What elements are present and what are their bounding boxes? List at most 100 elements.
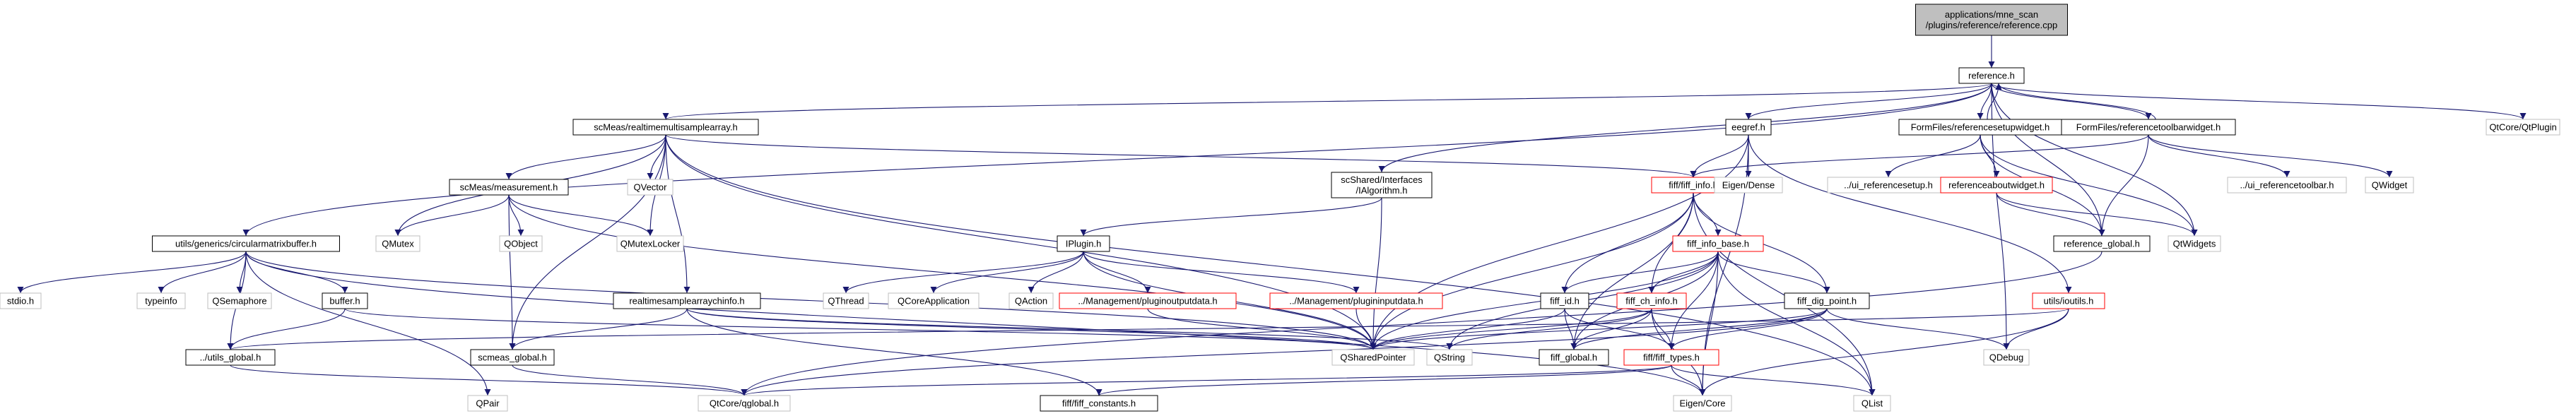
node-label-qstring: QString [1434, 352, 1465, 363]
node-label-eigencore: Eigen/Core [1679, 398, 1725, 409]
edge-ioutils-to-eigencore [1699, 308, 2069, 396]
node-label-eegref: eegref.h [1731, 122, 1765, 133]
node-fiffdigpoint[interactable]: fiff_dig_point.h [1784, 292, 1870, 309]
node-box-qstring [1426, 349, 1473, 366]
node-box-typeinfo [136, 292, 186, 309]
node-iplugin[interactable]: IPlugin.h [1057, 235, 1110, 252]
node-label-qdebug: QDebug [1989, 352, 2023, 363]
node-label-ioutils: utils/ioutils.h [2044, 296, 2094, 307]
edge-rtmsa-to-measurement [505, 134, 666, 180]
node-circbuf[interactable]: utils/generics/circularmatrixbuffer.h [152, 235, 340, 252]
node-bufferh[interactable]: buffer.h [322, 292, 368, 309]
edge-eegref-to-ioutils [1748, 134, 2072, 294]
node-label-qvector: QVector [634, 182, 668, 193]
edge-fiffinfo-to-qsharedpointer [1370, 192, 1694, 350]
node-box-qobject [499, 235, 543, 252]
node-label-circbuf: utils/generics/circularmatrixbuffer.h [175, 239, 317, 249]
edge-fiffdigpoint-to-fifftypes [1668, 308, 1828, 350]
node-box-reference_h [1958, 67, 2025, 84]
edge-reference_h-to-reftoolbar [1991, 83, 2152, 120]
node-box-qmutex [375, 235, 420, 252]
node-pluginoutput[interactable]: ../Management/pluginoutputdata.h [1059, 292, 1237, 309]
node-box-circbuf [152, 235, 340, 252]
node-reftoolbar[interactable]: FormFiles/referencetoolbarwidget.h [2061, 119, 2236, 136]
node-fiffchinfo[interactable]: fiff_ch_info.h [1616, 292, 1687, 309]
node-utilsglobal[interactable]: ../utils_global.h [185, 349, 276, 366]
node-eegref[interactable]: eegref.h [1725, 119, 1772, 136]
node-qcoreapp: QCoreApplication [888, 292, 980, 309]
edge-measurement-to-scmeasglobal [508, 194, 516, 350]
edge-rtmsa-to-rtsai [665, 134, 690, 294]
node-box-fiffinfobase [1672, 235, 1764, 252]
node-label-uireftoolbar: ../ui_referencetoolbar.h [2240, 180, 2334, 191]
node-box-qsharedpointer [1331, 349, 1415, 366]
node-label-stdioh: stdio.h [7, 296, 34, 307]
node-ialgorithm[interactable]: scShared/Interfaces/IAlgorithm.h [1331, 172, 1433, 198]
node-label-refsetup: FormFiles/referencesetupwidget.h [1911, 122, 2050, 133]
node-box-reftoolbar [2061, 119, 2236, 136]
edge-reference_h-to-refglobal [1991, 83, 2105, 237]
edge-eegref-to-qsharedpointer [1370, 134, 1749, 350]
node-qtplugin: QtCore/QtPlugin [2486, 119, 2560, 136]
node-label-fiffinfo: fiff/fiff_info.h [1669, 180, 1718, 191]
node-ioutils[interactable]: utils/ioutils.h [2032, 292, 2105, 309]
node-box-fiffid [1540, 292, 1589, 309]
node-label-plugininput: ../Management/plugininputdata.h [1289, 296, 1423, 307]
node-measurement[interactable]: scMeas/measurement.h [449, 179, 569, 196]
node-label-qtcoreglobal: QtCore/qglobal.h [710, 398, 779, 409]
node-scmeasglobal[interactable]: scmeas_global.h [470, 349, 555, 366]
node-box-qthread [823, 292, 869, 309]
node-box-qpair [467, 395, 508, 412]
node-label-fiffglobal: fiff_global.h [1551, 352, 1597, 363]
node-box-fiffdigpoint [1784, 292, 1870, 309]
node-label-ialgorithm: scShared/Interfaces [1341, 174, 1423, 185]
node-qdebug: QDebug [1983, 349, 2030, 366]
edge-fiffdigpoint-to-fiffglobal [1570, 308, 1828, 350]
node-label-pluginoutput: ../Management/pluginoutputdata.h [1078, 296, 1217, 307]
edge-reftoolbar-to-reference_h [1995, 83, 2156, 120]
node-fiffid[interactable]: fiff_id.h [1540, 292, 1589, 309]
edge-circbuf-to-stdioh [17, 251, 247, 294]
node-box-qsemaphore [207, 292, 272, 309]
node-label-typeinfo: typeinfo [145, 296, 177, 307]
edge-circbuf-to-typeinfo [158, 251, 247, 294]
node-box-pluginoutput [1059, 292, 1237, 309]
node-refsetup[interactable]: FormFiles/referencesetupwidget.h [1898, 119, 2062, 136]
edge-ioutils-to-qdebug [2003, 308, 2069, 350]
node-box-qwidget [2365, 177, 2414, 194]
node-label-eigendense: Eigen/Dense [1722, 180, 1775, 191]
edge-rtmsa-to-scmeasglobal [509, 134, 666, 350]
node-box-qaction [1008, 292, 1054, 309]
node-fiffinfobase[interactable]: fiff_info_base.h [1672, 235, 1764, 252]
node-plugininput[interactable]: ../Management/plugininputdata.h [1269, 292, 1443, 309]
node-qobject: QObject [499, 235, 543, 252]
node-rtsai[interactable]: realtimesamplearraychinfo.h [613, 292, 761, 309]
node-fifftypes[interactable]: fiff/fiff_types.h [1623, 349, 1719, 366]
node-refabout[interactable]: referenceaboutwidget.h [1940, 177, 2053, 194]
edge-measurement-to-qmutexlocker [508, 194, 654, 237]
node-box-qtcoreglobal [698, 395, 791, 412]
node-box-bufferh [322, 292, 368, 309]
node-refglobal[interactable]: reference_global.h [2053, 235, 2151, 252]
edge-reftoolbar-to-uireftoolbar [2148, 134, 2290, 178]
node-qmutexlocker: QMutexLocker [616, 235, 684, 252]
node-rtmsa[interactable]: scMeas/realtimemultisamplearray.h [572, 119, 759, 136]
node-label-qsharedpointer: QSharedPointer [1340, 352, 1406, 363]
node-qaction: QAction [1008, 292, 1054, 309]
edge-rtsai-to-qstring [686, 308, 1453, 350]
edge-refsetup-to-refabout [1980, 134, 2000, 178]
node-reference_h[interactable]: reference.h [1958, 67, 2025, 84]
node-qtcoreglobal: QtCore/qglobal.h [698, 395, 791, 412]
edge-measurement-to-qsharedpointer [508, 194, 1377, 350]
node-label-qlist: QList [1862, 398, 1883, 409]
node-box-qtplugin [2486, 119, 2560, 136]
node-label-fifftypes: fiff/fiff_types.h [1643, 352, 1700, 363]
node-fiffglobal[interactable]: fiff_global.h [1539, 349, 1609, 366]
node-label-ialgorithm: /IAlgorithm.h [1356, 185, 1408, 196]
edge-bufferh-to-qsharedpointer [344, 308, 1377, 350]
node-fiffconstants[interactable]: fiff/fiff_constants.h [1040, 395, 1158, 412]
edge-reference_h-to-ialgorithm [1378, 83, 1992, 173]
node-label-bufferh: buffer.h [329, 296, 360, 307]
node-label-qobject: QObject [504, 239, 538, 249]
node-box-fiffglobal [1539, 349, 1609, 366]
